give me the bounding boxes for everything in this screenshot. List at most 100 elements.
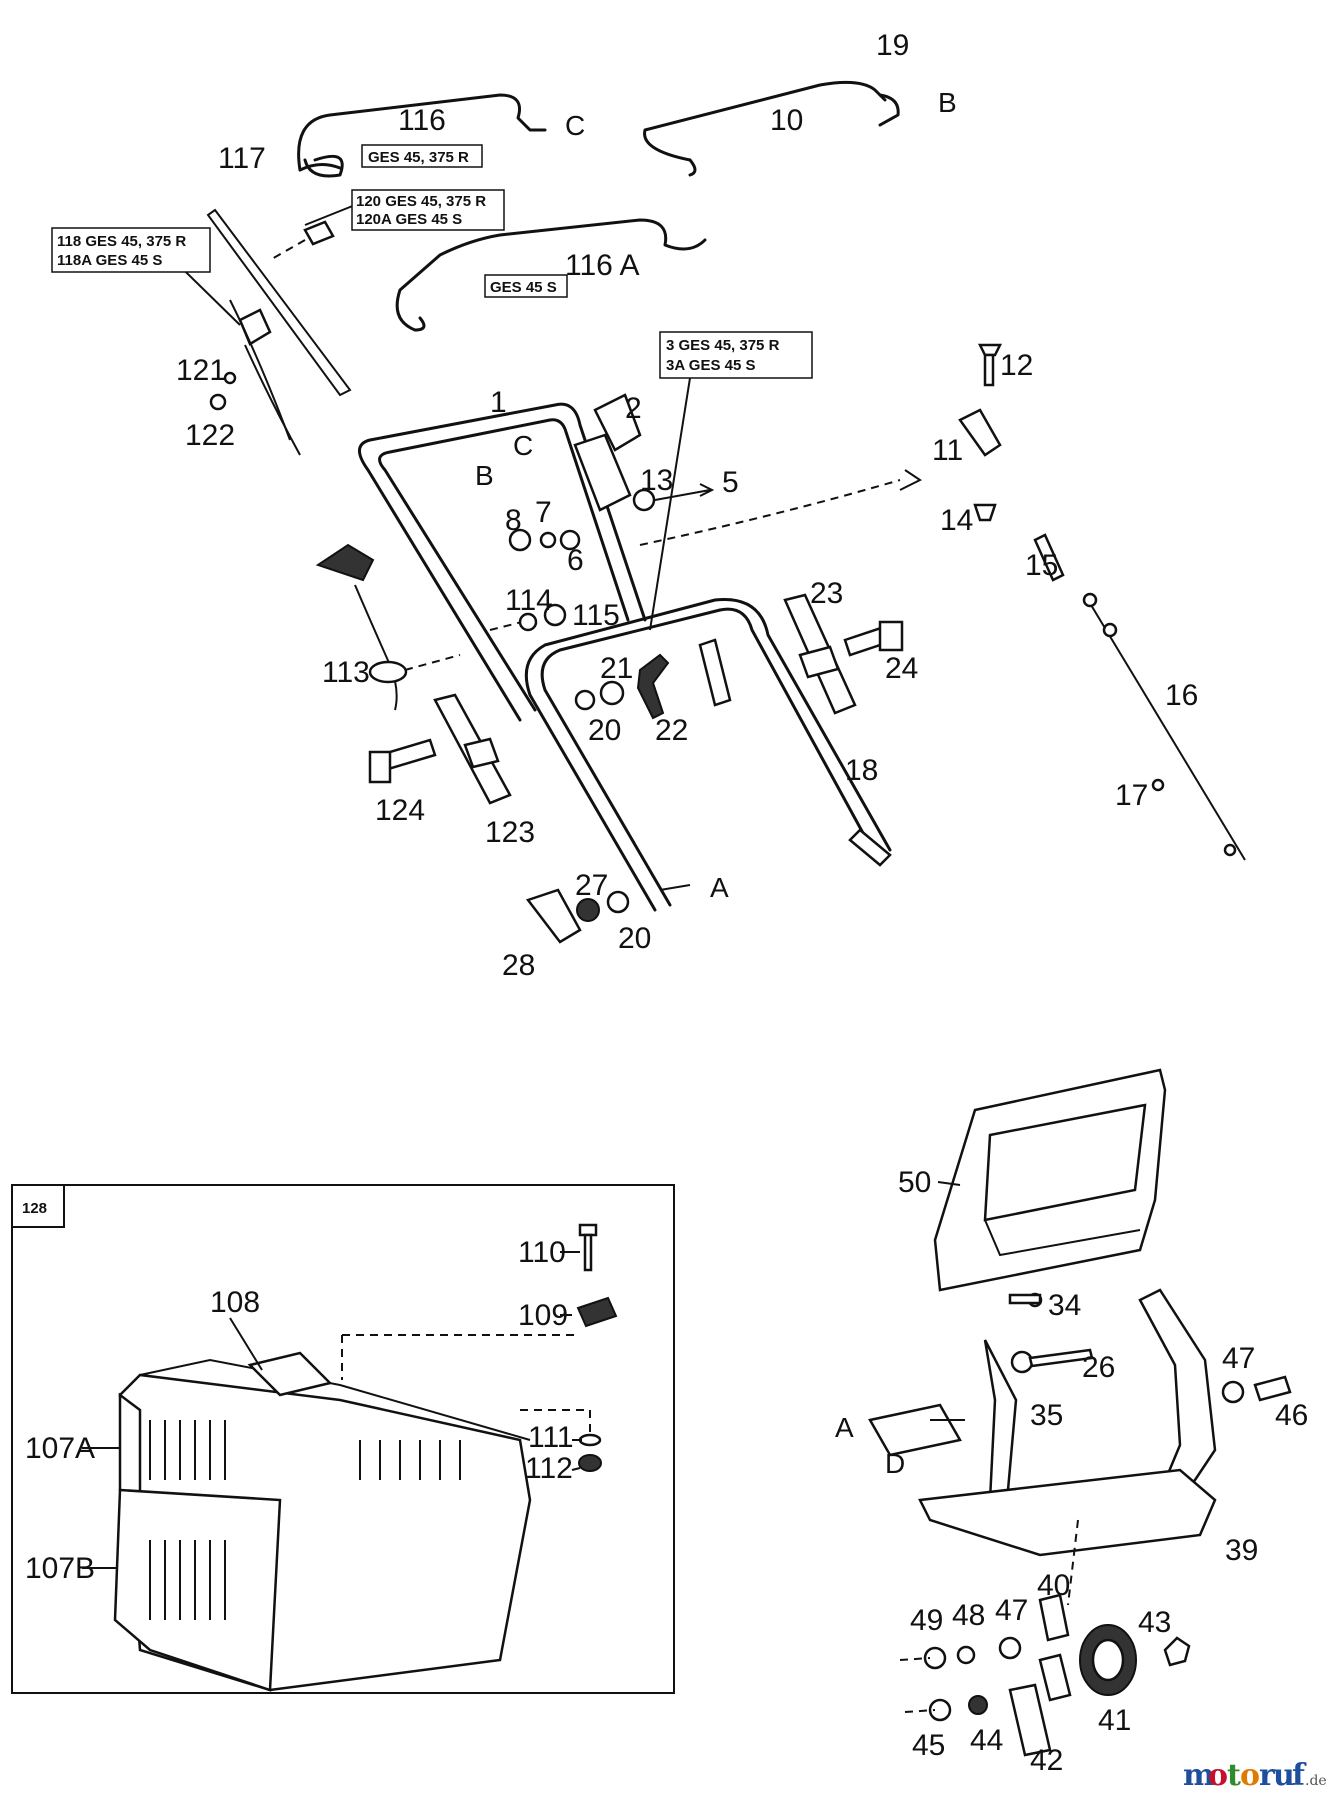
label-box-ges3: 3 GES 45, 375 R 3A GES 45 S [659,331,813,379]
box-text: 3A GES 45 S [666,357,756,374]
callout-17: 17 [1115,779,1148,812]
connector-c-top: C [565,110,585,141]
wm-o1: o [1208,1758,1228,1793]
starter-113 [315,543,567,711]
bolt-123-124 [368,693,512,805]
wm-f: f [1292,1758,1307,1793]
callout-42: 42 [1030,1744,1063,1777]
box-text: 3 GES 45, 375 R [666,337,780,354]
callout-22: 22 [655,714,688,747]
callout-26: 26 [1082,1351,1115,1384]
callout-114: 114 [505,584,553,617]
bail-116 [297,93,547,178]
callout-41: 41 [1098,1704,1131,1737]
knob-28 [525,884,691,944]
wm-t: t [1227,1758,1241,1793]
callout-34: 34 [1048,1289,1081,1322]
callout-28: 28 [502,949,535,982]
callout-44: 44 [970,1724,1003,1757]
callout-13: 13 [640,464,673,497]
callout-19: 19 [876,29,909,62]
callout-27: 27 [575,869,608,902]
callout-123: 123 [485,816,535,849]
bolt-23-24 [783,593,904,715]
box-text: GES 45 S [490,279,557,296]
callout-110: 110 [518,1236,566,1269]
callout-12: 12 [1000,349,1033,382]
connector-a-bot: A [710,872,729,903]
connector-a-right: A [835,1412,854,1443]
wm-o2: o [1240,1758,1260,1793]
wheel-41-group [899,1593,1191,1757]
box-text: 120A GES 45 S [356,211,462,228]
callout-113: 113 [322,656,370,689]
upper-handle-1 [358,393,922,722]
callout-15: 15 [1025,549,1058,582]
callout-40: 40 [1037,1569,1070,1602]
callout-24: 24 [885,652,918,685]
wm-u: u [1273,1758,1295,1793]
bracket-39 [868,1288,1292,1606]
callout-50: 50 [898,1166,931,1199]
callout-117: 117 [218,142,266,175]
box-text: 120 GES 45, 375 R [356,193,486,210]
callout-112: 112 [525,1452,573,1485]
callout-11: 11 [932,434,963,467]
inset-frame [11,1184,675,1694]
box-text: GES 45, 375 R [368,149,469,166]
callout-45: 45 [912,1729,945,1762]
callout-115: 115 [572,599,620,632]
callout-20a: 20 [588,714,621,747]
callout-1: 1 [490,386,507,419]
box-text: 118 GES 45, 375 R [57,233,186,250]
label-box-ges118: 118 GES 45, 375 R 118A GES 45 S [51,227,211,273]
wm-m: m [1183,1758,1215,1793]
callout-111: 111 [528,1421,574,1454]
inset-tag [11,1184,65,1228]
leaders [82,1181,961,1569]
callout-116: 116 [398,104,446,137]
callout-8: 8 [505,504,522,537]
callout-46: 46 [1275,1399,1308,1432]
wm-r: r [1259,1758,1276,1793]
callouts: 19 116 10 117 116 A 121 122 1 2 12 11 13… [25,29,1308,1777]
callout-18: 18 [845,754,878,787]
callout-39: 39 [1225,1534,1258,1567]
callout-14: 14 [940,504,973,537]
callout-108: 108 [210,1286,260,1319]
bail-10 [643,80,900,177]
callout-23: 23 [810,577,843,610]
callout-47b: 47 [995,1594,1028,1627]
connectors: C B B C A A D [475,87,957,1479]
lever-11-12 [958,343,1246,861]
callout-48: 48 [952,1599,985,1632]
bail-116a [395,218,707,332]
callout-116a: 116 A [565,249,640,282]
callout-121: 121 [176,354,226,387]
connector-b-mid: B [475,460,494,491]
connector-c-mid: C [513,430,533,461]
callout-35: 35 [1030,1399,1063,1432]
callout-6: 6 [567,544,584,577]
callout-5: 5 [722,466,739,499]
callout-7: 7 [535,496,552,529]
callout-20b: 20 [618,922,651,955]
callout-47a: 47 [1222,1342,1255,1375]
callout-21: 21 [600,652,633,685]
catcher-107 [113,1223,618,1692]
callout-109: 109 [518,1299,568,1332]
watermark-motoruf: m o t o r u f .de [1183,1758,1327,1793]
label-box-ges116: GES 45, 375 R [361,144,483,168]
box-text: 118A GES 45 S [57,252,162,269]
lower-handle-18 [524,597,892,912]
callout-16: 16 [1165,679,1198,712]
inset-label: 128 [22,1200,47,1217]
callout-2: 2 [625,392,642,425]
wm-suffix: .de [1305,1773,1327,1789]
callout-49: 49 [910,1604,943,1637]
flap-50 [933,1068,1167,1292]
callout-122: 122 [185,419,235,452]
connector-d-right: D [885,1448,905,1479]
